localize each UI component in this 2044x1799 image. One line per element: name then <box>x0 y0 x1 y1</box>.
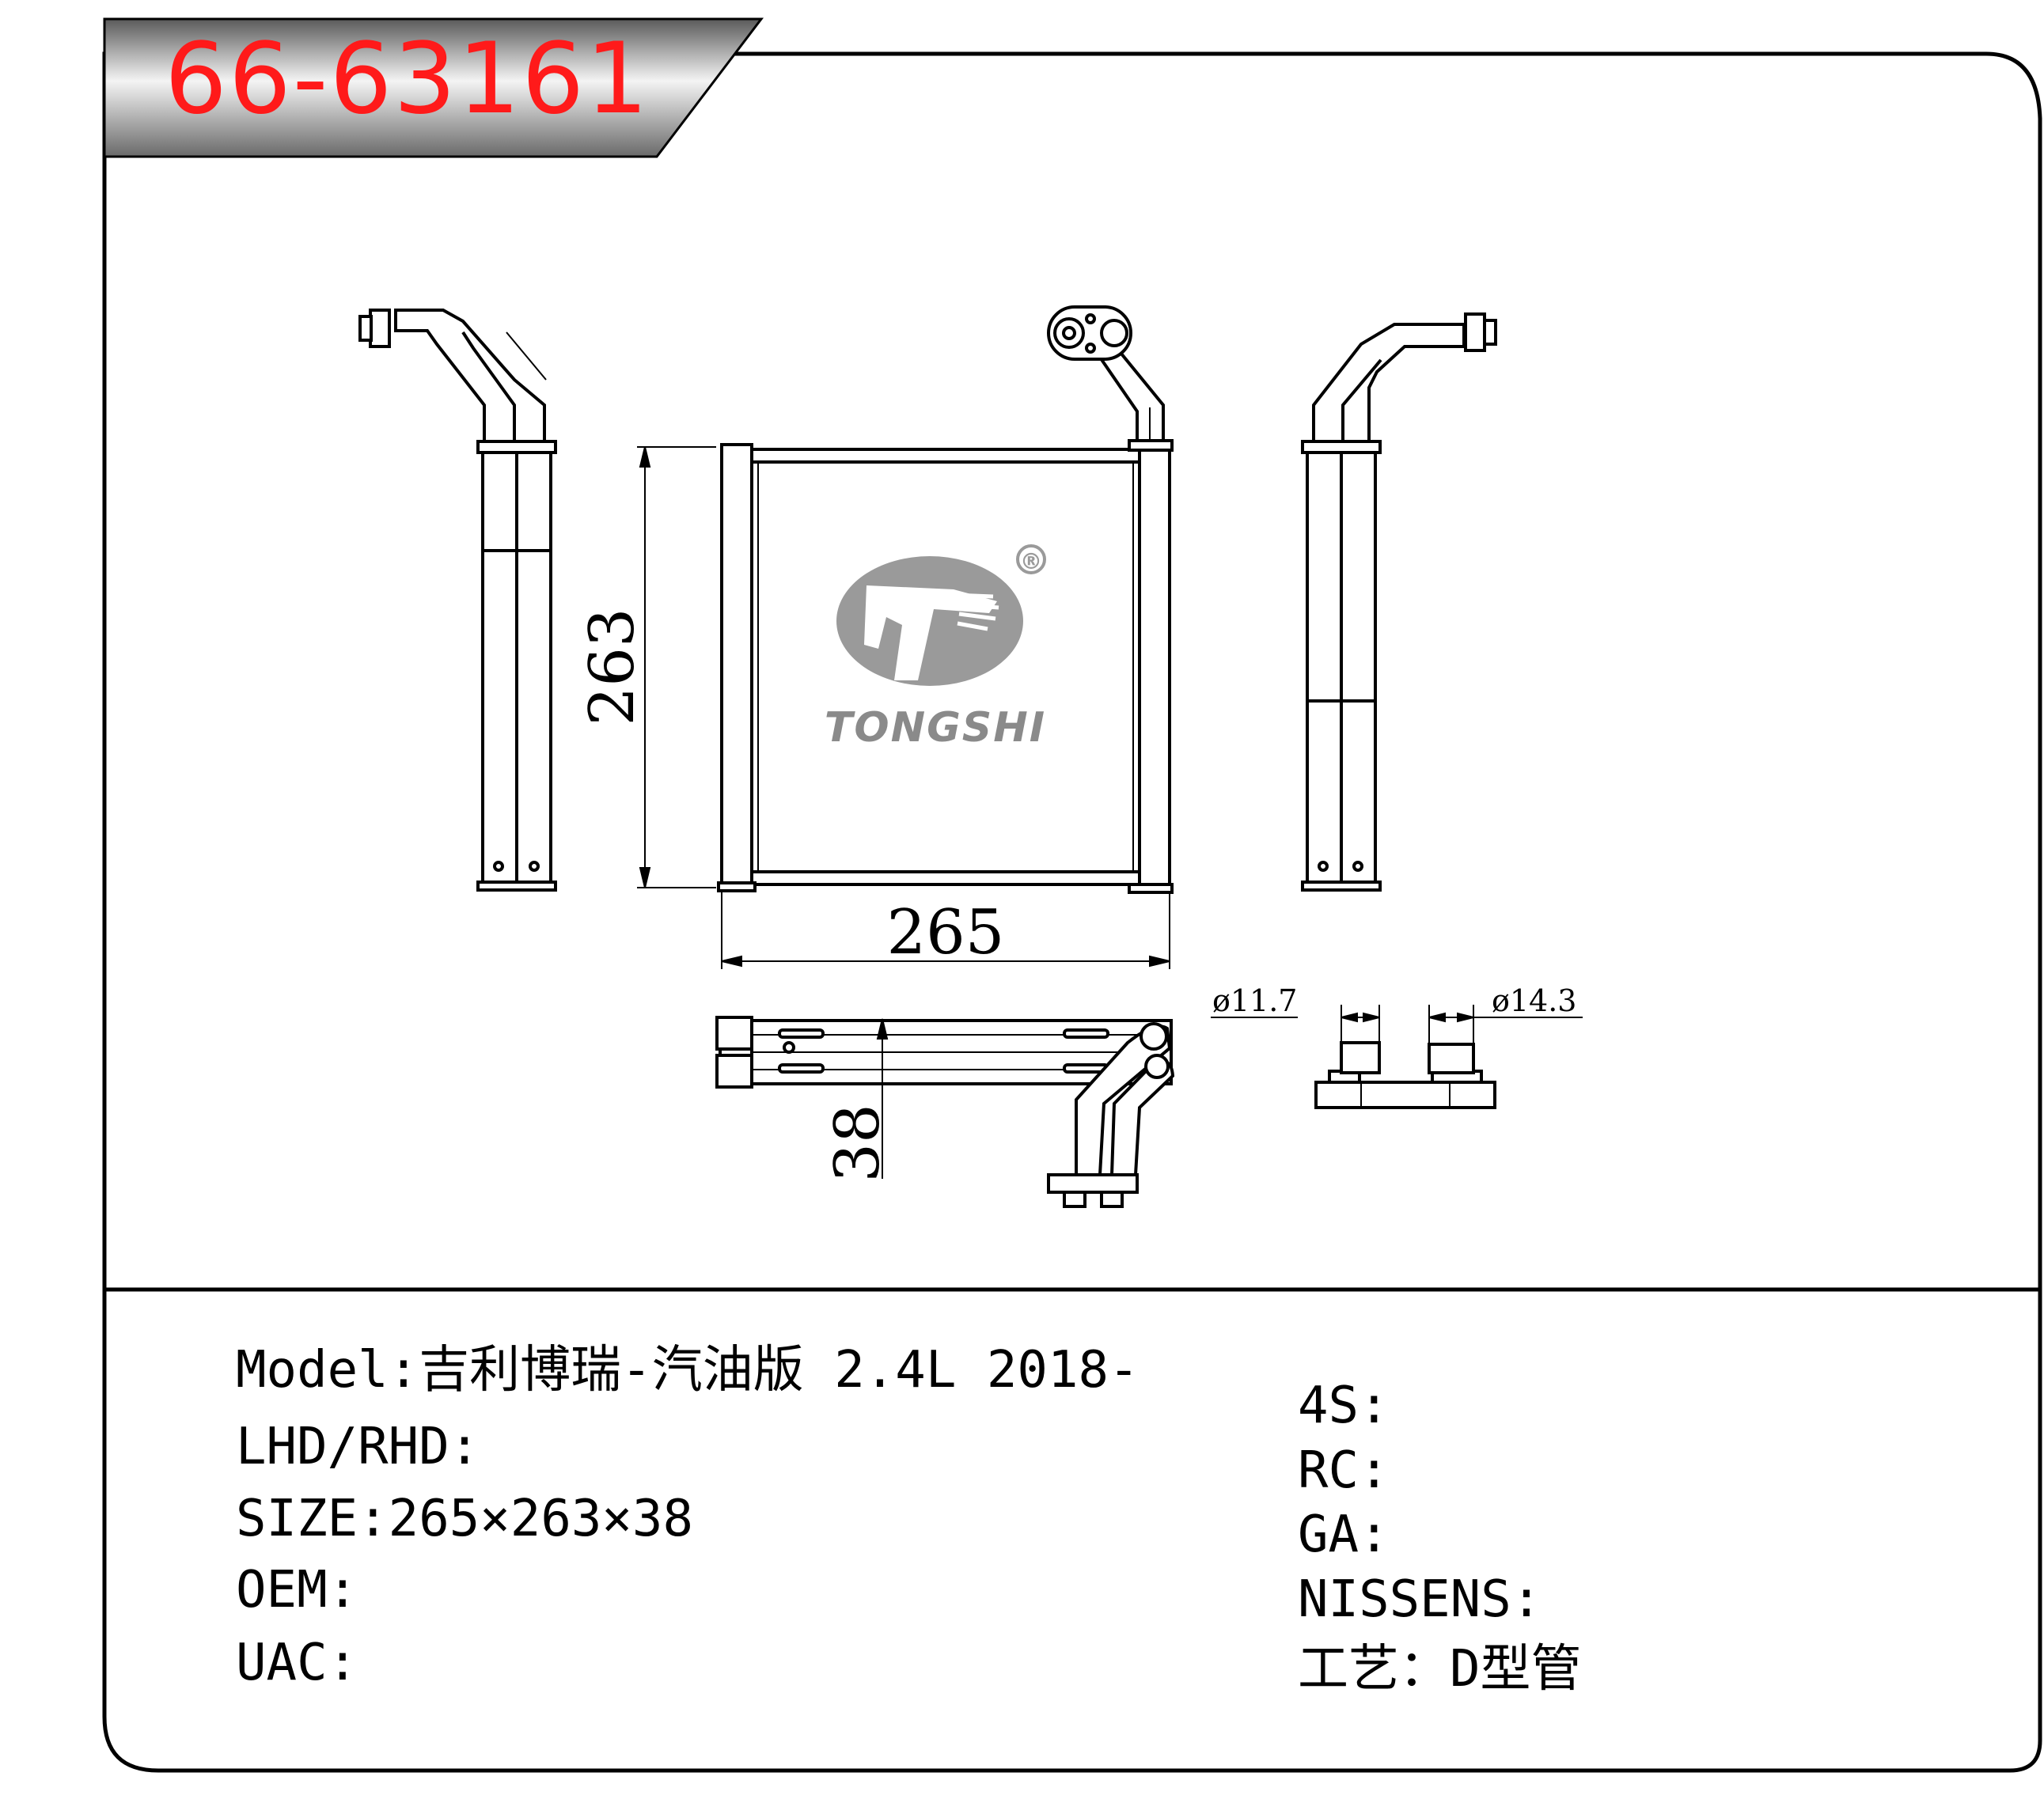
spec-uac: UAC: <box>236 1634 358 1692</box>
right-side-view <box>1301 312 1497 892</box>
front-view-core <box>717 439 1174 894</box>
dimension-labels: 263 265 38 ø11.7 ø14.3 <box>577 608 1577 1183</box>
left-side-view <box>358 309 557 892</box>
dim-pipe-small-label: ø11.7 <box>1212 983 1298 1018</box>
spec-oem: OEM: <box>236 1561 358 1619</box>
spec-ga: GA: <box>1298 1505 1390 1564</box>
front-view-pipe <box>1047 305 1165 442</box>
flange-detail <box>1314 1041 1496 1109</box>
spec-nissens: NISSENS: <box>1298 1570 1542 1629</box>
spec-model: Model:吉利博瑞-汽油版 2.4L 2018- <box>236 1341 1140 1399</box>
dimension-lines <box>637 446 1583 1179</box>
part-number: 66-63161 <box>165 22 650 136</box>
outer-frame <box>102 51 2042 1773</box>
spec-4s: 4S: <box>1298 1377 1390 1435</box>
spec-lhd-rhd: LHD/RHD: <box>236 1418 480 1476</box>
tongshi-logo: ® TONGSHI <box>825 544 1046 752</box>
top-view <box>715 1016 1175 1208</box>
dim-height-label: 263 <box>577 608 648 726</box>
dim-depth-label: 38 <box>822 1104 893 1182</box>
spec-process: 工艺：D型管 <box>1298 1640 1582 1699</box>
spec-rc: RC: <box>1298 1441 1390 1500</box>
dim-pipe-large-label: ø14.3 <box>1492 983 1577 1018</box>
logo-wordmark: TONGSHI <box>825 704 1046 752</box>
dim-width-label: 265 <box>887 897 1005 968</box>
registered-mark: ® <box>1020 548 1042 574</box>
spec-size: SIZE:265×263×38 <box>236 1490 693 1548</box>
part-number-banner <box>103 17 764 158</box>
